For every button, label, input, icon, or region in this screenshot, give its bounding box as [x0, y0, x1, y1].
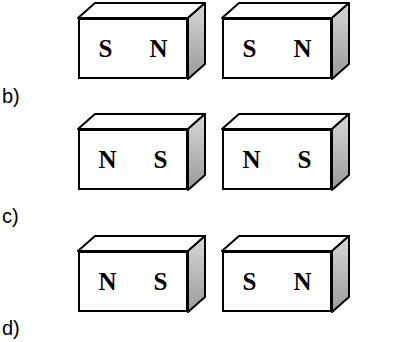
pole-letter: N	[293, 269, 311, 294]
option-label: c)	[2, 206, 19, 226]
pole-letter: S	[154, 147, 168, 172]
pole-letter: S	[243, 269, 257, 294]
option-label: b)	[2, 86, 20, 106]
magnet-face: SN	[222, 18, 332, 79]
pole-letter: N	[293, 36, 311, 61]
option-label: d)	[2, 318, 20, 338]
magnet-side-face	[188, 3, 205, 79]
pole-letter: S	[154, 269, 168, 294]
magnet-side-face	[188, 114, 205, 190]
magnet-top-face	[78, 236, 205, 251]
magnet-face: NS	[78, 129, 188, 190]
magnet-side-face	[332, 3, 349, 79]
pole-letter: N	[99, 269, 117, 294]
magnet-top-face	[78, 114, 205, 129]
magnet-side-face	[188, 236, 205, 312]
pole-letter: S	[99, 36, 113, 61]
magnet-top-face	[222, 236, 349, 251]
magnet-face: NS	[222, 129, 332, 190]
magnet-face: SN	[222, 251, 332, 312]
pole-letter: S	[298, 147, 312, 172]
magnet-face: SN	[78, 18, 188, 79]
magnet-top-face	[222, 114, 349, 129]
magnet-top-face	[222, 3, 349, 18]
magnet-side-face	[332, 236, 349, 312]
pole-letter: N	[243, 147, 261, 172]
magnet-face: NS	[78, 251, 188, 312]
pole-letter: S	[243, 36, 257, 61]
pole-letter: N	[149, 36, 167, 61]
magnet-top-face	[78, 3, 205, 18]
pole-letter: N	[99, 147, 117, 172]
magnet-side-face	[332, 114, 349, 190]
